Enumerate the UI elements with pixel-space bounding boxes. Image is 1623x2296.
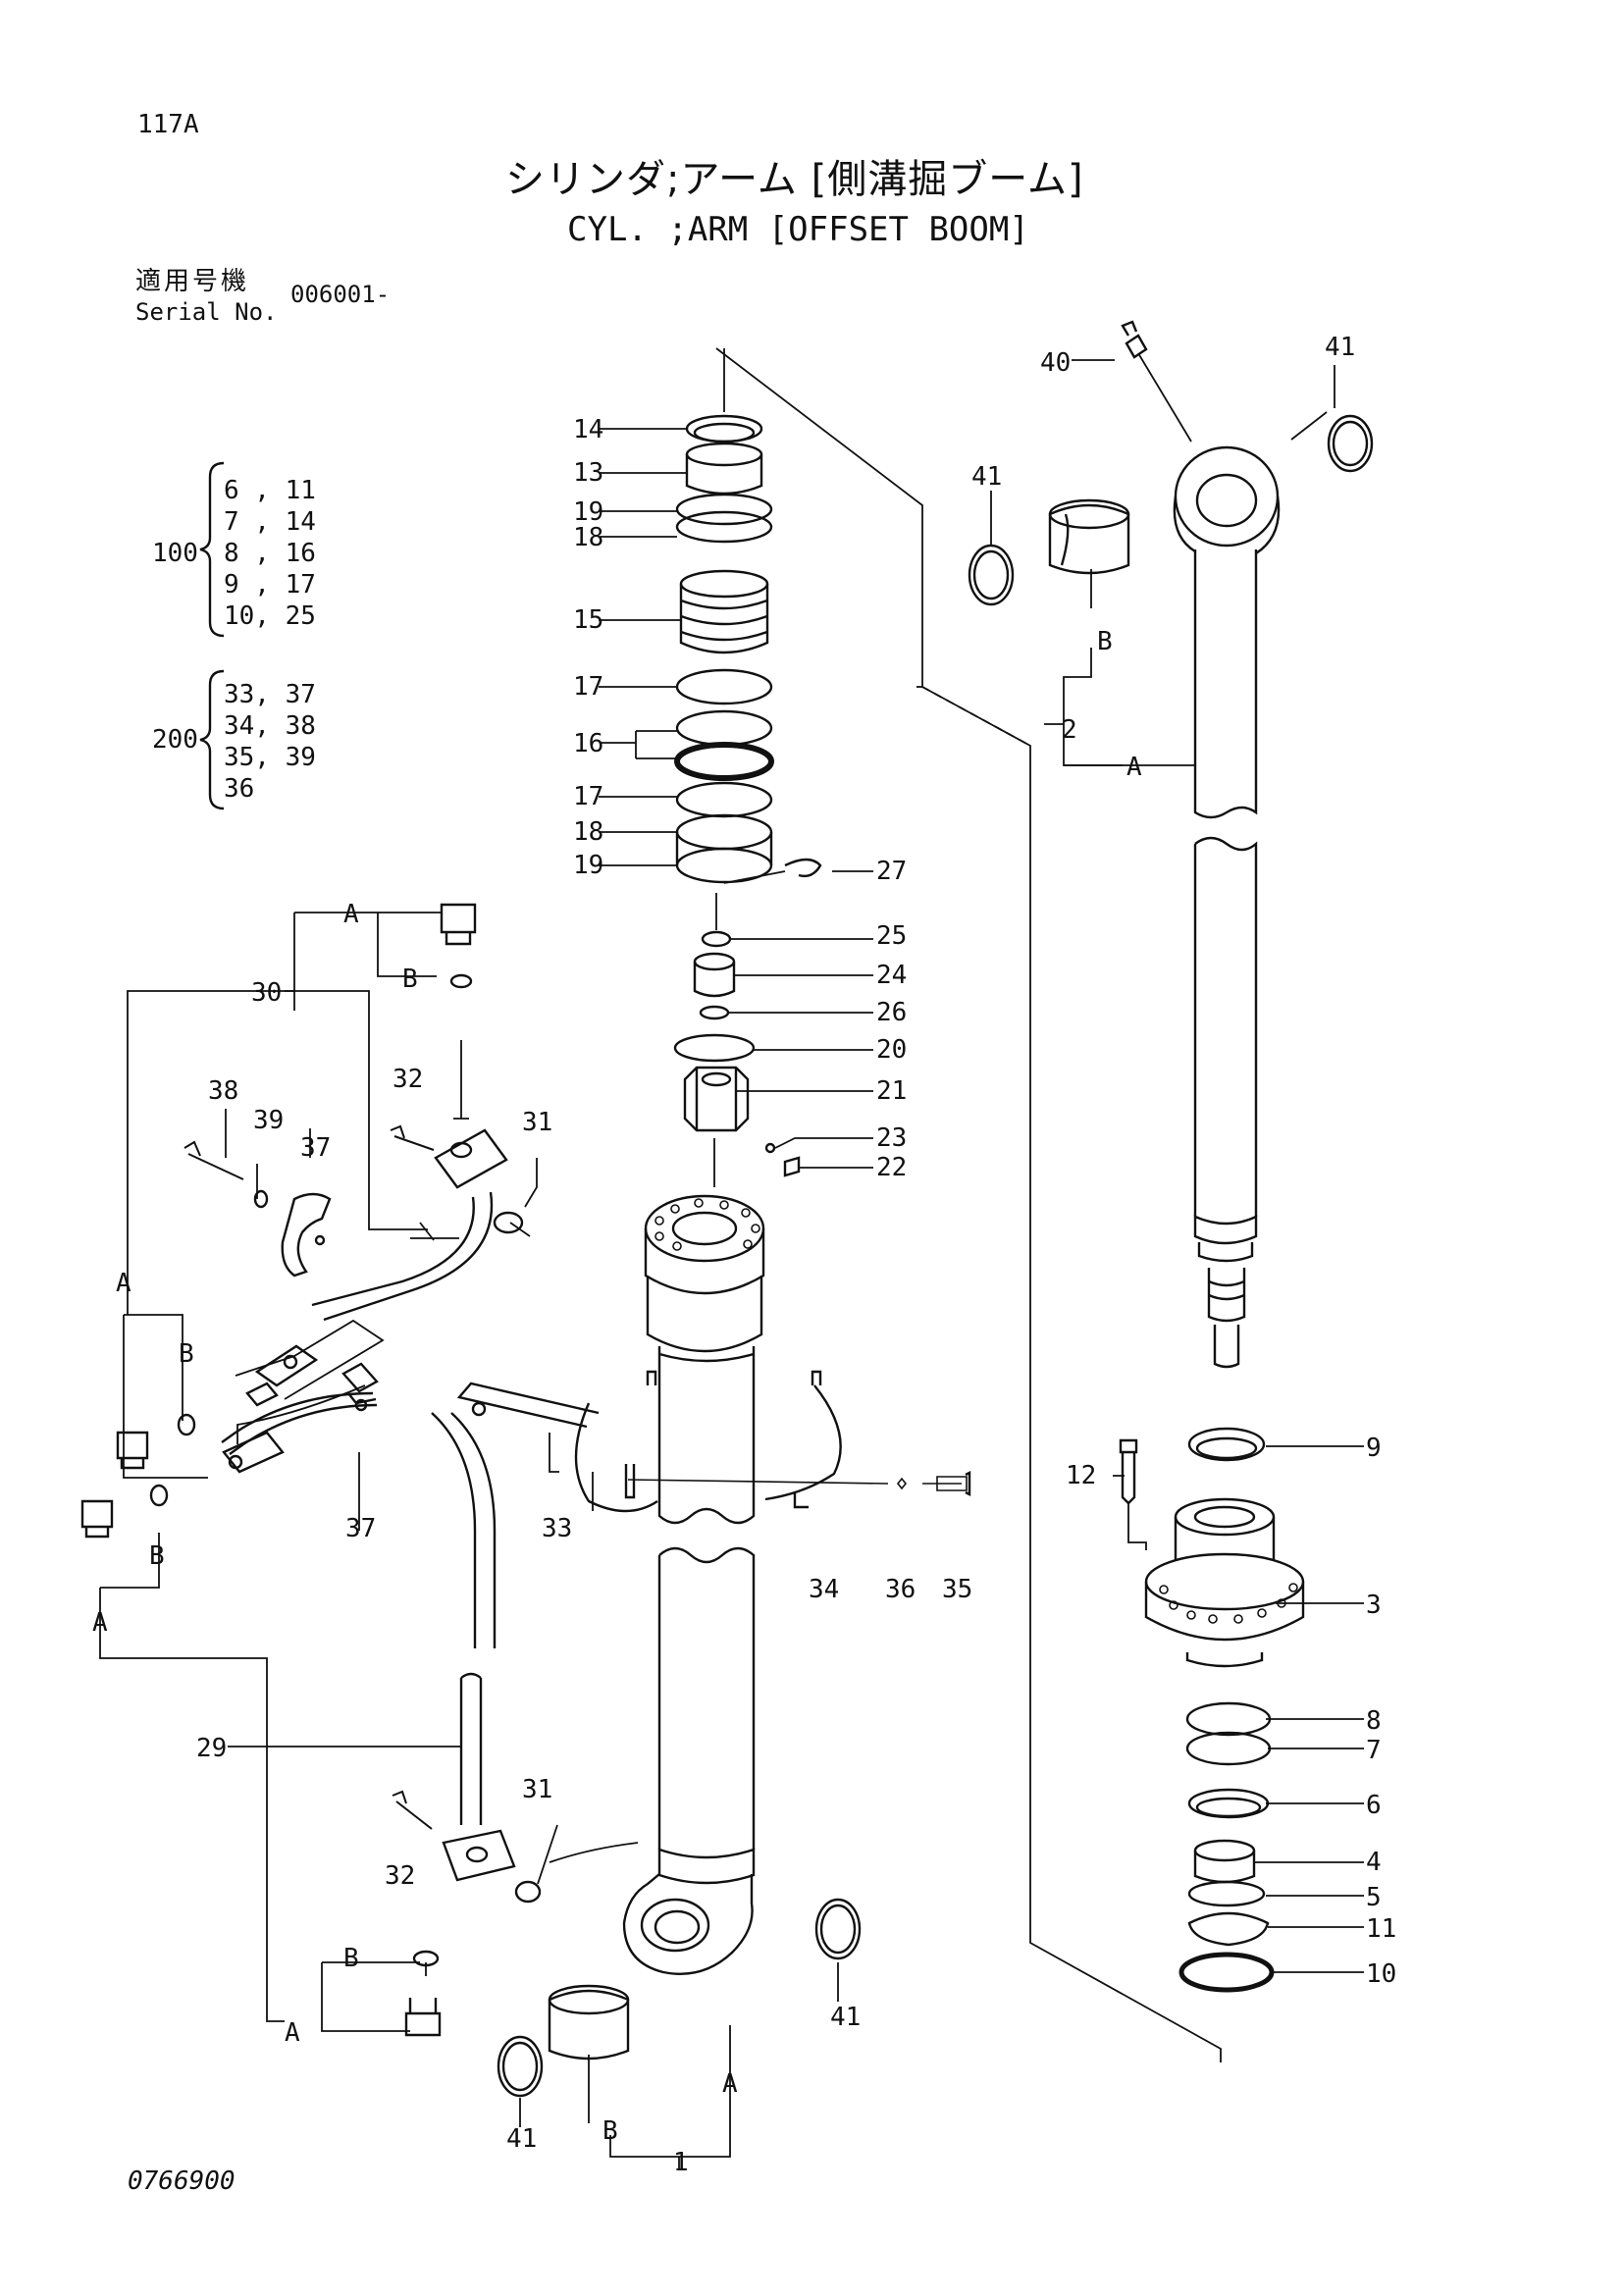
left-leaders: [99, 912, 639, 2032]
callout-41: 41: [971, 462, 1002, 492]
ref-label-a: A: [92, 1608, 108, 1638]
center-leaders: [599, 348, 873, 1187]
kit-200-item: 33, 37: [224, 680, 316, 709]
document-number: 0766900: [128, 2166, 236, 2196]
callout-numbers: 14 13 19 18 15 17 16 17 18 19 27 25 24 2…: [196, 333, 1396, 2177]
title-english: CYL. ;ARM [OFFSET BOOM]: [567, 210, 1029, 249]
kit-200-item: 35, 39: [224, 743, 316, 772]
callout-37: 37: [300, 1133, 331, 1163]
assembly-guides: [715, 347, 1222, 2062]
callout-15: 15: [573, 605, 603, 635]
callout-41: 41: [506, 2124, 537, 2154]
ref-label-b: B: [179, 1339, 194, 1369]
ref-label-b: B: [602, 2116, 618, 2146]
tube-eye-bushing: [497, 1898, 862, 2098]
serial-label-english: Serial No.: [135, 298, 278, 326]
kit-200-brace: [199, 669, 225, 810]
center-seal-stack: [673, 414, 822, 1177]
callout-41: 41: [830, 2003, 861, 2032]
kit-100-brace: [199, 461, 225, 638]
ref-label-a: A: [116, 1269, 131, 1298]
tube-clamp: [456, 1370, 971, 1513]
callout-19: 19: [573, 497, 603, 527]
callout-33: 33: [542, 1514, 572, 1543]
callout-38: 38: [208, 1076, 238, 1106]
callout-20: 20: [876, 1035, 907, 1065]
callout-18: 18: [573, 523, 603, 552]
cylinder-tube: [622, 1194, 765, 1975]
callout-31: 31: [522, 1775, 552, 1804]
ref-label-a: A: [343, 900, 359, 929]
callout-5: 5: [1366, 1883, 1382, 1912]
kit-200-item: 36: [224, 774, 254, 804]
serial-label-japanese: 適用号機: [135, 267, 250, 296]
kit-200-item: 34, 38: [224, 711, 316, 741]
callout-21: 21: [876, 1076, 907, 1106]
callout-35: 35: [942, 1575, 972, 1604]
ref-label-b: B: [343, 1944, 359, 1973]
callout-11: 11: [1366, 1914, 1396, 1944]
reference-labels: A B A B B A B A B A B A: [92, 627, 1142, 2146]
page-code: 117A: [137, 110, 199, 139]
kit-100-item: 7 , 14: [224, 507, 316, 537]
callout-37: 37: [345, 1514, 376, 1543]
callout-17: 17: [573, 782, 603, 811]
kit-200-group: 200 33, 37 34, 38 35, 39 36: [152, 669, 316, 810]
callout-27: 27: [876, 857, 907, 886]
ref-label-a: A: [285, 2018, 300, 2048]
callout-4: 4: [1366, 1848, 1382, 1877]
callout-2: 2: [1062, 715, 1077, 745]
right-leaders: [990, 352, 1364, 1973]
callout-18: 18: [573, 817, 603, 847]
callout-13: 13: [573, 458, 603, 488]
kit-100-group: 100 6 , 11 7 , 14 8 , 16 9 , 17 10, 25: [152, 461, 316, 638]
callout-25: 25: [876, 921, 907, 951]
ref-label-b: B: [402, 965, 418, 994]
callout-16: 16: [573, 729, 603, 758]
callout-9: 9: [1366, 1434, 1382, 1463]
bottom-leaders: [519, 1962, 839, 2170]
ref-label-b: B: [1097, 627, 1113, 656]
callout-26: 26: [876, 998, 907, 1027]
callout-24: 24: [876, 961, 907, 990]
callout-17: 17: [573, 672, 603, 702]
callout-10: 10: [1366, 1959, 1396, 1989]
callout-23: 23: [876, 1123, 907, 1153]
ref-label-a: A: [722, 2069, 738, 2099]
callout-7: 7: [1366, 1736, 1382, 1765]
callout-41: 41: [1325, 333, 1355, 362]
callout-34: 34: [809, 1575, 839, 1604]
callout-31: 31: [522, 1108, 552, 1137]
kit-100-item: 9 , 17: [224, 570, 316, 600]
callout-40: 40: [1040, 348, 1071, 378]
callout-32: 32: [385, 1861, 415, 1891]
serial-number-value: 006001-: [290, 281, 391, 308]
hydraulic-piping: [80, 903, 542, 2037]
callout-30: 30: [251, 978, 282, 1008]
callout-1: 1: [673, 2148, 689, 2177]
callout-14: 14: [573, 415, 603, 444]
kit-100-item: 6 , 11: [224, 476, 316, 505]
callout-39: 39: [253, 1106, 284, 1135]
callout-6: 6: [1366, 1791, 1382, 1820]
callout-29: 29: [196, 1734, 227, 1763]
callout-22: 22: [876, 1153, 907, 1182]
callout-32: 32: [393, 1065, 423, 1094]
kit-100-id: 100: [152, 539, 198, 568]
callout-8: 8: [1366, 1706, 1382, 1736]
kit-100-item: 10, 25: [224, 601, 316, 631]
kit-100-item: 8 , 16: [224, 539, 316, 568]
callout-12: 12: [1066, 1461, 1096, 1490]
callout-36: 36: [885, 1575, 916, 1604]
kit-200-id: 200: [152, 725, 198, 755]
ref-label-b: B: [149, 1541, 165, 1571]
ref-label-a: A: [1126, 753, 1142, 782]
callout-3: 3: [1366, 1591, 1382, 1620]
title-japanese: シリンダ;アーム [側溝掘ブーム]: [505, 157, 1084, 202]
callout-19: 19: [573, 851, 603, 880]
